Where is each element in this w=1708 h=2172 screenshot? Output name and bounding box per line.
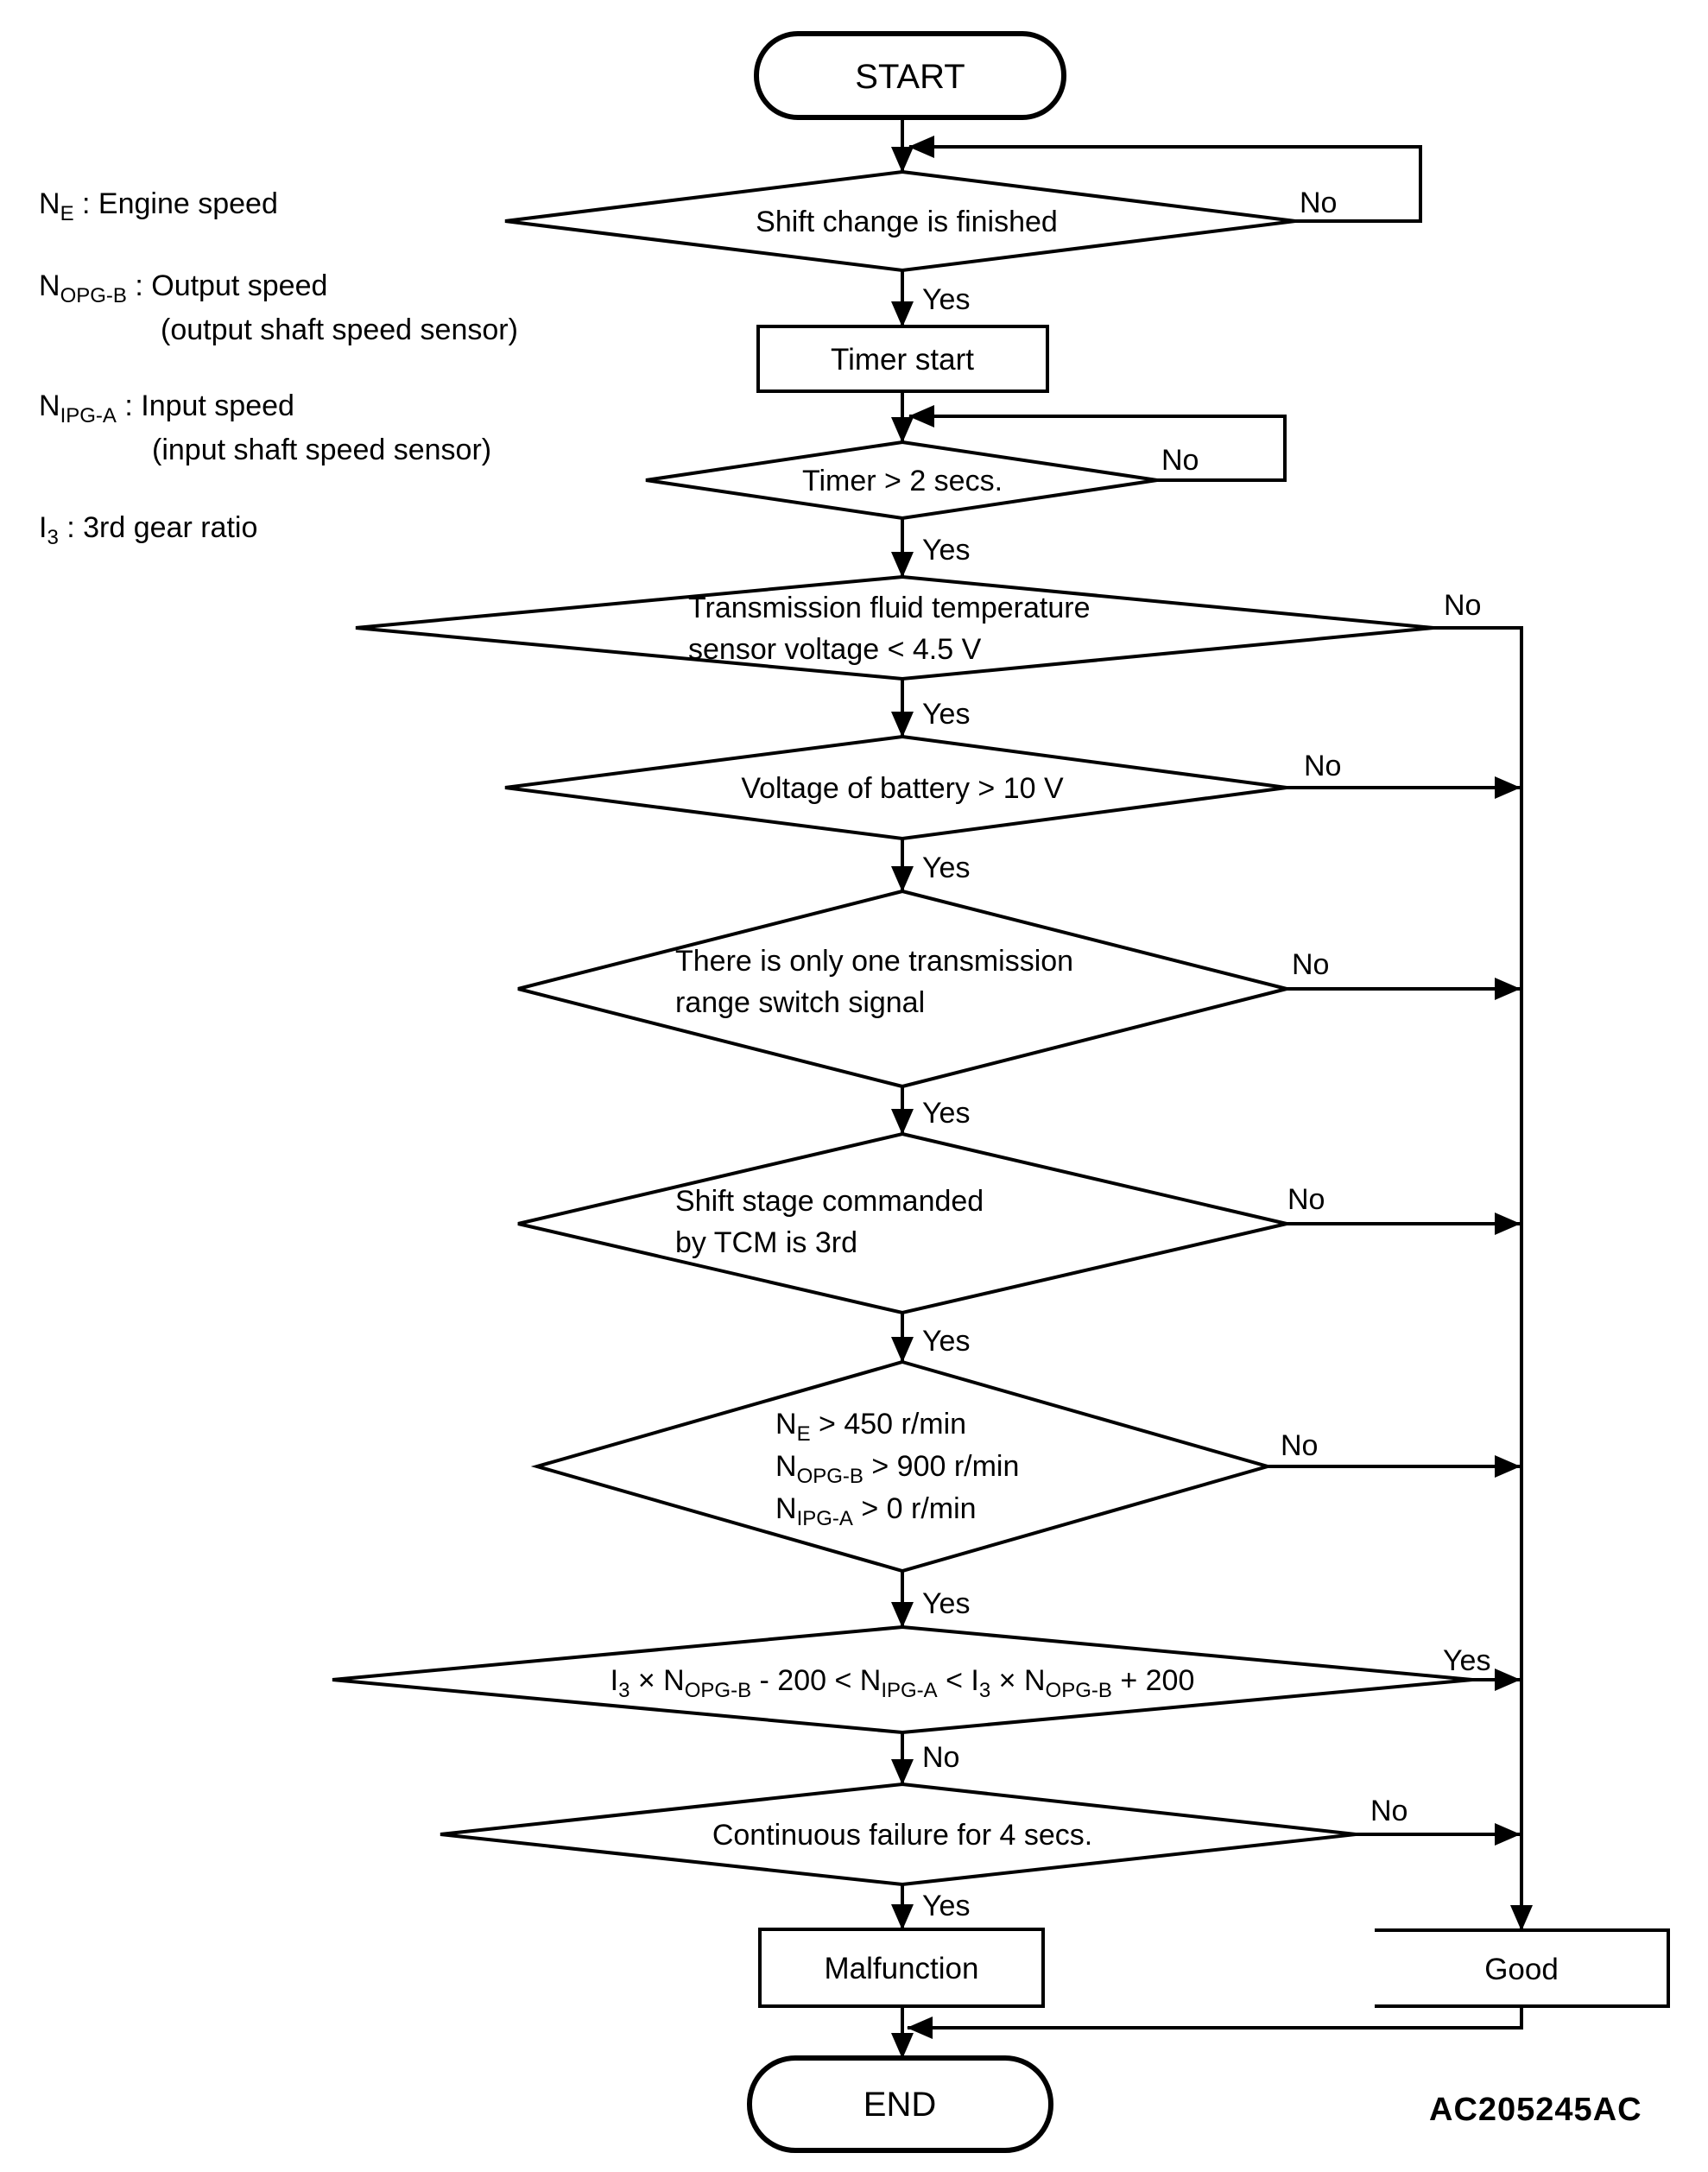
- decision-speeds: [530, 1359, 1275, 1574]
- yes-label-fluid-temp: Yes: [922, 698, 970, 731]
- decision-timer-elapsed: [645, 440, 1158, 521]
- decision-shift-stage: [517, 1131, 1287, 1315]
- decision-timer-elapsed-text: Timer > 2 secs.: [802, 465, 1003, 497]
- decision-speeds-line1: NE > 450 r/min: [775, 1408, 966, 1446]
- yes-label-shift-change: Yes: [922, 283, 970, 316]
- yes-label-ratio-check: Yes: [1443, 1644, 1490, 1677]
- start-node: [754, 31, 1066, 120]
- decision-shift-change-text: Shift change is finished: [756, 206, 1058, 238]
- decision-fluid-temp-line1: Transmission fluid temperature: [688, 592, 1090, 624]
- legend-3rd-gear-ratio: I3 : 3rd gear ratio: [39, 511, 257, 549]
- figure-code: AC205245AC: [1429, 2092, 1642, 2128]
- malfunction-node: [758, 1928, 1045, 2008]
- yes-label-shift-stage: Yes: [922, 1325, 970, 1358]
- no-label-shift-stage: No: [1287, 1183, 1325, 1216]
- decision-shift-stage-line1: Shift stage commanded: [675, 1185, 984, 1218]
- start-label: START: [855, 58, 965, 96]
- timer-start-node: [756, 325, 1049, 393]
- no-label-fluid-temp: No: [1444, 589, 1481, 622]
- good-node: [1375, 1928, 1670, 2008]
- yes-label-timer-elapsed: Yes: [922, 534, 970, 567]
- legend-output-speed-sensor: (output shaft speed sensor): [161, 313, 518, 346]
- no-label-speeds: No: [1281, 1429, 1318, 1462]
- decision-battery: [504, 734, 1287, 841]
- legend-output-speed: NOPG-B : Output speed: [39, 269, 327, 307]
- decision-speeds-line2: NOPG-B > 900 r/min: [775, 1450, 1019, 1488]
- decision-range-switch-line2: range switch signal: [675, 986, 925, 1019]
- legend-input-speed-sensor: (input shaft speed sensor): [152, 434, 491, 466]
- end-node: [747, 2055, 1053, 2153]
- malfunction-label: Malfunction: [825, 1952, 979, 1985]
- end-label: END: [863, 2086, 936, 2124]
- yes-label-range-switch: Yes: [922, 1097, 970, 1130]
- decision-range-switch-line1: There is only one transmission: [675, 945, 1073, 978]
- yes-label-continuous-failure: Yes: [922, 1890, 970, 1922]
- decision-shift-stage-line2: by TCM is 3rd: [675, 1226, 857, 1259]
- timer-start-label: Timer start: [831, 343, 974, 377]
- no-label-battery: No: [1304, 750, 1341, 782]
- yes-label-battery: Yes: [922, 852, 970, 884]
- legend-engine-speed: NE : Engine speed: [39, 187, 278, 225]
- no-label-ratio-check: No: [922, 1741, 959, 1774]
- edge-good-to-end-merge: [907, 2006, 1523, 2039]
- no-label-shift-change: No: [1300, 187, 1337, 219]
- edge-no-loop-shift-change: [908, 136, 1422, 223]
- good-label: Good: [1484, 1953, 1559, 1986]
- decision-shift-change: [504, 169, 1296, 273]
- edge-no-rail-to-good: [1433, 626, 1533, 1931]
- yes-label-speeds: Yes: [922, 1587, 970, 1620]
- decision-continuous-failure: [440, 1782, 1357, 1887]
- decision-battery-text: Voltage of battery > 10 V: [741, 772, 1064, 805]
- decision-fluid-temp: [355, 574, 1434, 681]
- no-label-range-switch: No: [1292, 948, 1329, 981]
- decision-fluid-temp-line2: sensor voltage < 4.5 V: [688, 633, 982, 666]
- no-label-continuous-failure: No: [1370, 1795, 1408, 1827]
- decision-continuous-failure-text: Continuous failure for 4 secs.: [712, 1819, 1092, 1852]
- legend-input-speed: NIPG-A : Input speed: [39, 389, 294, 427]
- decision-ratio-check-text: I3 × NOPG-B - 200 < NIPG-A < I3 × NOPG-B…: [610, 1664, 1195, 1702]
- decision-range-switch: [517, 889, 1287, 1089]
- decision-ratio-check: [332, 1624, 1473, 1735]
- no-label-timer-elapsed: No: [1161, 444, 1199, 477]
- edge-no-loop-timer-elapsed: [908, 405, 1287, 482]
- decision-speeds-line3: NIPG-A > 0 r/min: [775, 1492, 977, 1530]
